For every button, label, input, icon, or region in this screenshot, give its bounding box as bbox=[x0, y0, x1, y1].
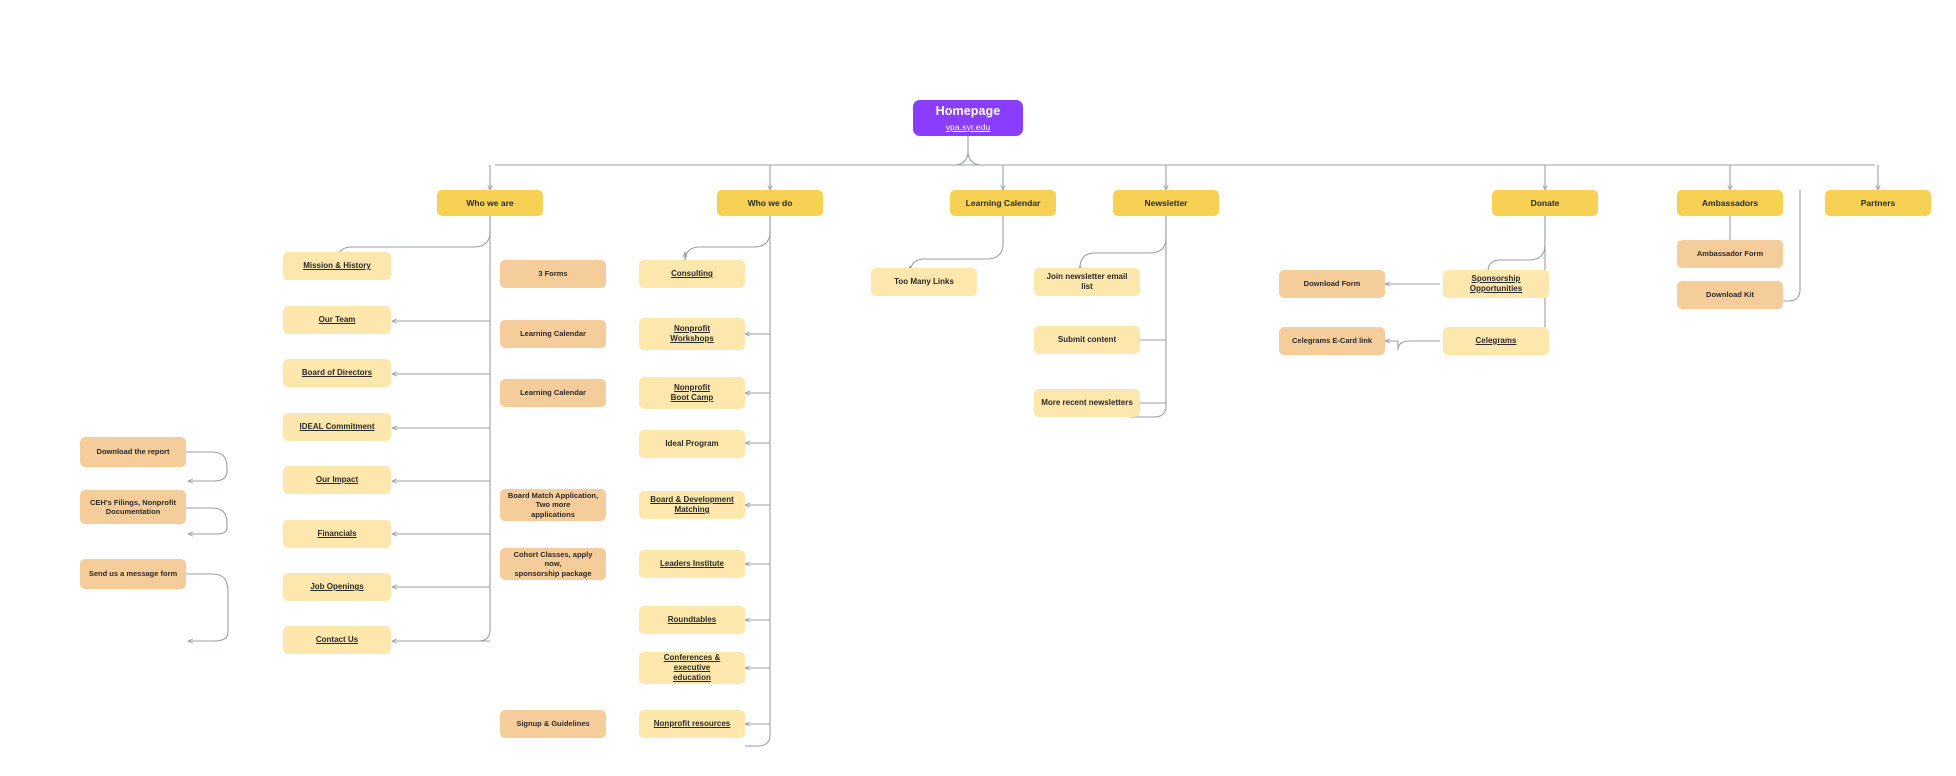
note-cen-filings-nonprofit-documentation[interactable]: CEH's Filings, Nonprofit Documentation bbox=[80, 490, 186, 524]
node-who-we-are[interactable]: Who we are bbox=[437, 190, 543, 216]
node-label: Nonprofit Workshops bbox=[670, 324, 714, 343]
node-label: Board & Development Matching bbox=[650, 495, 734, 514]
node-homepage-url[interactable]: vpa.syr.edu bbox=[945, 121, 991, 132]
node-partners[interactable]: Partners bbox=[1825, 190, 1931, 216]
node-ideal-commitment[interactable]: IDEAL Commitment bbox=[283, 413, 391, 441]
node-consulting[interactable]: Consulting bbox=[639, 260, 745, 288]
node-nonprofit-workshops[interactable]: Nonprofit Workshops bbox=[639, 318, 745, 350]
node-label: Contact Us bbox=[315, 635, 359, 644]
note-signup-and-guidelines[interactable]: Signup & Guidelines bbox=[500, 710, 606, 738]
node-sponsorship-opportunities[interactable]: Sponsorship Opportunities bbox=[1443, 270, 1549, 298]
node-label: Consulting bbox=[671, 269, 713, 278]
note-learning-calendar-2[interactable]: Learning Calendar bbox=[500, 379, 606, 407]
node-newsletter[interactable]: Newsletter bbox=[1113, 190, 1219, 216]
node-label: Learning Calendar bbox=[520, 388, 586, 398]
node-label: Cohort Classes, apply now, sponsorship p… bbox=[513, 549, 593, 578]
note-board-match-application[interactable]: Board Match Application, Two more applic… bbox=[500, 489, 606, 521]
node-submit-content[interactable]: Submit content bbox=[1034, 326, 1140, 354]
node-label: Leaders Institute bbox=[659, 559, 724, 568]
node-label: Financials bbox=[317, 529, 357, 538]
note-download-the-report[interactable]: Download the report bbox=[80, 437, 186, 467]
node-job-openings[interactable]: Job Openings bbox=[283, 573, 391, 601]
node-donate[interactable]: Donate bbox=[1492, 190, 1598, 216]
note-three-forms[interactable]: 3 Forms bbox=[500, 260, 606, 288]
node-label: Join newsletter email list bbox=[1046, 272, 1128, 291]
node-homepage[interactable]: Homepage vpa.syr.edu bbox=[913, 100, 1023, 136]
node-label: Nonprofit resources bbox=[653, 719, 731, 728]
node-board-of-directors[interactable]: Board of Directors bbox=[283, 359, 391, 387]
note-ambassador-form[interactable]: Ambassador Form bbox=[1677, 240, 1783, 268]
note-download-form[interactable]: Download Form bbox=[1279, 270, 1385, 298]
node-label: Ambassador Form bbox=[1696, 249, 1764, 259]
node-label: Celegrams E-Card link bbox=[1291, 336, 1373, 346]
node-label: 3 Forms bbox=[538, 269, 568, 279]
node-too-many-links[interactable]: Too Many Links bbox=[871, 268, 977, 296]
node-label: Download Form bbox=[1303, 279, 1361, 289]
node-financials[interactable]: Financials bbox=[283, 520, 391, 548]
node-our-impact[interactable]: Our Impact bbox=[283, 466, 391, 494]
node-label: Board Match Application, Two more applic… bbox=[507, 490, 599, 519]
node-label: Newsletter bbox=[1144, 197, 1188, 208]
node-label: Learning Calendar bbox=[965, 197, 1041, 208]
node-more-recent-newsletters[interactable]: More recent newsletters bbox=[1034, 389, 1140, 417]
node-contact-us[interactable]: Contact Us bbox=[283, 626, 391, 654]
node-label: IDEAL Commitment bbox=[299, 422, 375, 431]
node-label: Signup & Guidelines bbox=[516, 719, 590, 729]
node-label: Submit content bbox=[1057, 335, 1117, 344]
node-label: Download Kit bbox=[1706, 290, 1754, 300]
node-label: CEH's Filings, Nonprofit Documentation bbox=[90, 497, 176, 516]
note-cohort-classes[interactable]: Cohort Classes, apply now, sponsorship p… bbox=[500, 548, 606, 580]
node-label: Who we do bbox=[747, 197, 793, 208]
node-label: Who we are bbox=[466, 197, 514, 208]
node-label: Send us a message form bbox=[88, 569, 178, 579]
node-label: Job Openings bbox=[310, 582, 364, 591]
node-label: Board of Directors bbox=[301, 368, 373, 377]
node-what-we-do[interactable]: Who we do bbox=[717, 190, 823, 216]
node-learning-calendar[interactable]: Learning Calendar bbox=[950, 190, 1056, 216]
node-ambassadors[interactable]: Ambassadors bbox=[1677, 190, 1783, 216]
node-leaders-institute[interactable]: Leaders Institute bbox=[639, 550, 745, 578]
node-label: Roundtables bbox=[667, 615, 717, 624]
node-label: Too Many Links bbox=[894, 277, 954, 286]
node-label: Celegrams bbox=[1475, 336, 1517, 345]
node-our-team[interactable]: Our Team bbox=[283, 306, 391, 334]
node-label: Download the report bbox=[96, 447, 170, 457]
note-send-us-a-message-form[interactable]: Send us a message form bbox=[80, 559, 186, 589]
node-mission-and-history[interactable]: Mission & History bbox=[283, 252, 391, 280]
node-homepage-title: Homepage bbox=[935, 103, 1001, 118]
node-label: Conferences & executive education bbox=[663, 653, 721, 682]
note-learning-calendar-1[interactable]: Learning Calendar bbox=[500, 320, 606, 348]
node-join-newsletter-email-list[interactable]: Join newsletter email list bbox=[1034, 268, 1140, 296]
note-celegrams-ecard-link[interactable]: Celegrams E-Card link bbox=[1279, 327, 1385, 355]
node-label: Mission & History bbox=[303, 261, 371, 270]
node-label: Our Impact bbox=[315, 475, 359, 484]
node-label: More recent newsletters bbox=[1041, 398, 1133, 407]
node-celegrams[interactable]: Celegrams bbox=[1443, 327, 1549, 355]
node-nonprofit-resources[interactable]: Nonprofit resources bbox=[639, 710, 745, 738]
node-ideal-program[interactable]: Ideal Program bbox=[639, 430, 745, 458]
node-label: Donate bbox=[1530, 197, 1560, 208]
node-label: Sponsorship Opportunities bbox=[1469, 274, 1523, 293]
node-conferences-and-executive-education[interactable]: Conferences & executive education bbox=[639, 652, 745, 684]
node-label: Nonprofit Boot Camp bbox=[670, 383, 714, 402]
node-board-and-development-matching[interactable]: Board & Development Matching bbox=[639, 491, 745, 519]
node-label: Partners bbox=[1860, 197, 1896, 208]
note-download-kit[interactable]: Download Kit bbox=[1677, 281, 1783, 309]
node-roundtables[interactable]: Roundtables bbox=[639, 606, 745, 634]
node-label: Ideal Program bbox=[665, 439, 719, 448]
node-nonprofit-boot-camp[interactable]: Nonprofit Boot Camp bbox=[639, 377, 745, 409]
node-label: Our Team bbox=[318, 315, 356, 324]
node-label: Learning Calendar bbox=[520, 329, 586, 339]
node-label: Ambassadors bbox=[1701, 197, 1759, 208]
